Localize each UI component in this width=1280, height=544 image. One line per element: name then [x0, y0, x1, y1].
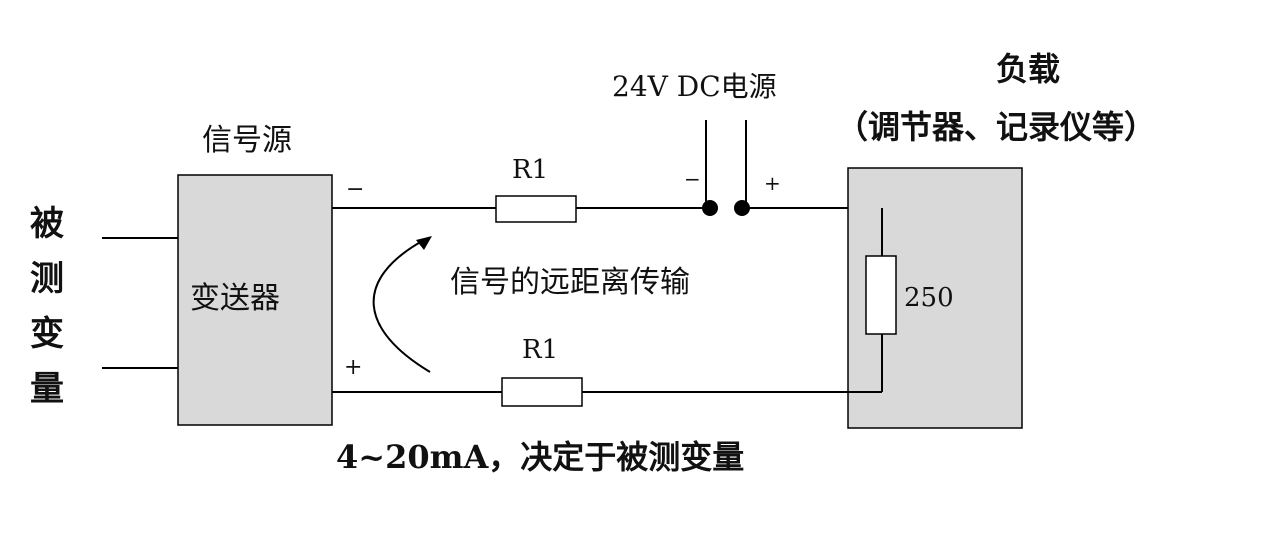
current-direction-arrowhead [416, 236, 432, 250]
resistor-bottom-label: R1 [522, 335, 558, 365]
measured-variable-char: 量 [30, 369, 64, 409]
resistor-bottom [501, 377, 583, 407]
load-title: 负载 [996, 50, 1060, 88]
load-subtitle: （调节器、记录仪等） [836, 108, 1156, 146]
power-minus-sign: − [684, 167, 701, 191]
transmitter-box [177, 174, 333, 426]
power-plus-sign: + [764, 171, 781, 195]
transmitter-minus-sign: − [346, 177, 364, 202]
current-direction-arrow [372, 239, 431, 373]
transmitter-label: 变送器 [190, 281, 280, 316]
load-resistor [865, 255, 897, 335]
measured-variable-char: 变 [30, 314, 64, 354]
current-range-label: 4~20mA，决定于被测变量 [336, 438, 744, 476]
measured-variable-char: 被 [30, 204, 64, 244]
resistor-top-label: R1 [512, 155, 548, 185]
power-terminal-minus [702, 200, 718, 216]
transmitter-plus-sign: + [344, 355, 362, 380]
signal-source-title: 信号源 [202, 123, 292, 158]
resistor-top [495, 195, 577, 223]
transmission-label: 信号的远距离传输 [450, 265, 690, 300]
measured-variable-label: 被 测 变 量 [30, 204, 64, 409]
load-resistor-value: 250 [904, 283, 954, 313]
measured-variable-char: 测 [30, 259, 64, 299]
power-supply-label: 24V DC电源 [612, 70, 777, 103]
